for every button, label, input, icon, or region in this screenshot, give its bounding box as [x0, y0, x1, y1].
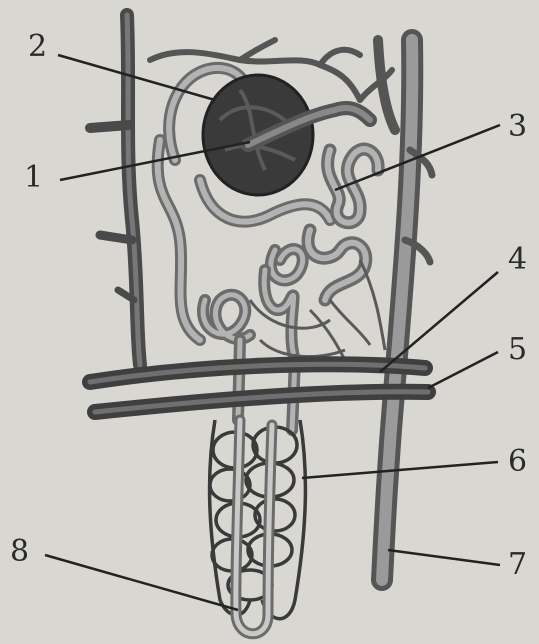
label-6: 6	[508, 447, 527, 477]
label-1: 1	[24, 163, 43, 193]
label-3: 3	[508, 112, 527, 142]
label-7: 7	[508, 550, 527, 580]
label-2: 2	[28, 32, 47, 62]
label-5: 5	[508, 335, 527, 365]
label-8: 8	[10, 537, 29, 567]
label-4: 4	[508, 245, 527, 275]
